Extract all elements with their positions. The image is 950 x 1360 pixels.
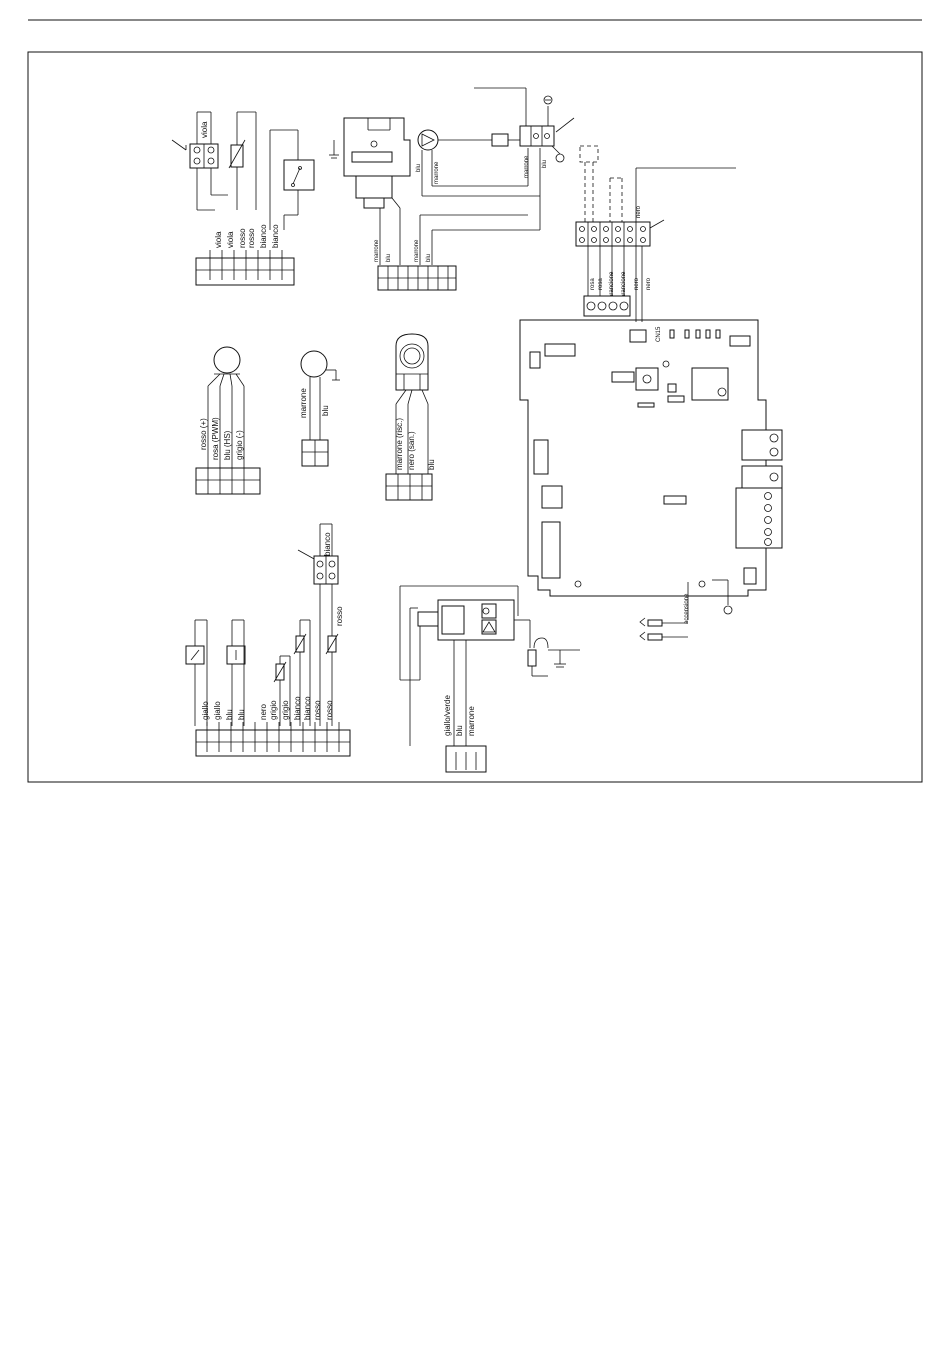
earth-icon-board bbox=[723, 605, 733, 615]
connector-right-1 bbox=[741, 429, 783, 461]
harness-sensors: bianco rosso giallo giallo blu blu bbox=[185, 523, 351, 757]
label-sens-rosso: rosso bbox=[335, 606, 344, 626]
label-term-rosa-1: rosa bbox=[590, 278, 596, 290]
thermistor bbox=[230, 144, 244, 168]
terminal-block-pump bbox=[519, 125, 555, 147]
label-term-rosa-2: rosa bbox=[598, 278, 604, 290]
label-fan-rosso: rosso (+) bbox=[199, 418, 208, 450]
harness-thermostat: viola viola viola rosso rosso bianco bia… bbox=[171, 111, 315, 286]
label-pump-blu-2: blu bbox=[542, 160, 548, 168]
gas-valve bbox=[343, 117, 411, 177]
label-viola-1: viola bbox=[214, 231, 223, 248]
label-bot-giallo-2: giallo bbox=[213, 701, 222, 720]
label-fan-rosa: rosa (PWM) bbox=[211, 417, 220, 460]
label-viola-2: viola bbox=[226, 231, 235, 248]
label-valve-marrone-2: marrone bbox=[414, 239, 420, 262]
control-board: CN15 accensione bbox=[519, 319, 783, 641]
label-rosso-2: rosso bbox=[247, 228, 256, 248]
connector-diverter bbox=[385, 473, 433, 501]
cn15-connector bbox=[629, 329, 647, 343]
harness-pump-valve: blu marrone marrone blu marrone blu marr… bbox=[329, 87, 575, 291]
connector-right-2 bbox=[741, 465, 783, 489]
label-fan-grigio: grigio (-) bbox=[235, 430, 244, 460]
label-div-blu: blu bbox=[427, 459, 436, 470]
label-psu-blu: blu bbox=[455, 725, 464, 736]
label-pump-marrone-2: marrone bbox=[524, 155, 530, 178]
label-bot-nero: nero bbox=[259, 703, 268, 720]
label-bot-bianco-1: bianco bbox=[293, 696, 302, 720]
pump-motor bbox=[417, 129, 439, 151]
label-pump-blu: blu bbox=[416, 164, 422, 172]
label-psu-marrone: marrone bbox=[467, 706, 476, 736]
label-pump-marrone: marrone bbox=[434, 161, 440, 184]
board-outline bbox=[519, 319, 767, 597]
label-accensione: accensione bbox=[684, 593, 690, 624]
label-bot-giallo-1: giallo bbox=[201, 701, 210, 720]
label-bianco-1: bianco bbox=[259, 224, 268, 248]
transformer bbox=[635, 367, 659, 391]
label-fan-blu: blu (HS) bbox=[223, 430, 232, 460]
motor bbox=[300, 350, 328, 378]
diagram-frame bbox=[27, 51, 923, 783]
harness-power: giallo/verde blu marrone bbox=[399, 585, 580, 773]
label-bot-grigio-1: grigio bbox=[269, 700, 278, 720]
label-div-nero: nero (san.) bbox=[407, 431, 416, 470]
label-bianco-2: bianco bbox=[271, 224, 280, 248]
connector-right-3 bbox=[735, 487, 783, 549]
room-thermostat-dashed bbox=[579, 145, 599, 163]
label-valve-marrone: marrone bbox=[374, 239, 380, 262]
terminal-block-board bbox=[583, 295, 631, 317]
label-bot-bianco-2: bianco bbox=[303, 696, 312, 720]
label-rosso-1: rosso bbox=[238, 228, 247, 248]
label-viola-top: viola bbox=[200, 121, 209, 138]
connector-fan bbox=[195, 467, 261, 495]
label-motor-marrone: marrone bbox=[299, 388, 308, 418]
earth-icon-2 bbox=[555, 153, 565, 163]
harness-diverter: marrone (risc.) nero (san.) blu bbox=[385, 333, 436, 501]
label-term-nero: nero bbox=[636, 205, 642, 218]
diverter-valve bbox=[395, 333, 429, 391]
label-psu-gv: giallo/verde bbox=[443, 695, 452, 736]
label-div-marrone: marrone (risc.) bbox=[395, 418, 404, 470]
label-cn15: CN15 bbox=[656, 326, 662, 342]
label-term-nero-1: nero bbox=[634, 277, 640, 290]
label-bot-grigio-2: grigio bbox=[281, 700, 290, 720]
label-term-nero-2: nero bbox=[646, 277, 652, 290]
connector-sensors bbox=[195, 729, 351, 757]
earth-icon bbox=[543, 95, 553, 105]
label-motor-blu: blu bbox=[321, 405, 330, 416]
harness-motor: marrone blu bbox=[299, 350, 340, 467]
label-bot-blu-2: blu bbox=[237, 709, 246, 720]
terminal-block-external bbox=[575, 221, 651, 247]
harness-fan: rosso (+) rosa (PWM) blu (HS) grigio (-) bbox=[195, 346, 261, 495]
label-bot-rosso-1: rosso bbox=[313, 700, 322, 720]
connector-thermostat bbox=[195, 257, 295, 286]
label-bot-blu-1: blu bbox=[225, 709, 234, 720]
label-valve-blu-2: blu bbox=[426, 254, 432, 262]
label-sens-bianco: bianco bbox=[323, 532, 332, 556]
pressure-switch bbox=[283, 159, 315, 191]
external-terminals: nero rosa rosa arancione arancione nero … bbox=[575, 145, 736, 322]
label-valve-blu: blu bbox=[386, 254, 392, 262]
label-bot-rosso-2: rosso bbox=[325, 700, 334, 720]
fan-motor bbox=[213, 346, 241, 374]
